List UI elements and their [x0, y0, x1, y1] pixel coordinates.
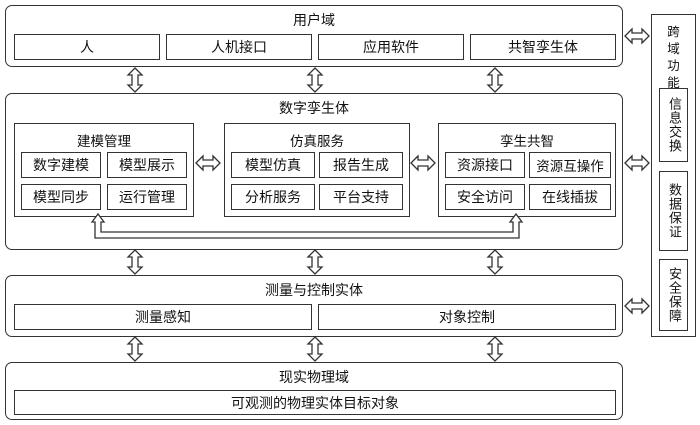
arrow-twin-cross [624, 155, 650, 171]
arrow-user-twin-3 [487, 67, 503, 93]
modeling-title: 建模管理 [77, 134, 131, 150]
user-domain-panel: 用户域 人 人机接口 应用软件 共智孪生体 [5, 5, 623, 67]
arrow-twin-measure-2 [307, 249, 323, 275]
arrow-measure-physical-2 [307, 336, 323, 362]
modeling-item-model-display: 模型展示 [107, 152, 187, 178]
measure-control-panel: 测量与控制实体 测量感知 对象控制 [5, 275, 623, 337]
user-domain-item-co-twin: 共智孪生体 [470, 34, 616, 60]
simulation-item-model-sim: 模型仿真 [231, 152, 315, 178]
arrow-measure-physical-1 [127, 336, 143, 362]
arrow-user-cross [624, 28, 650, 44]
measure-item-object-control: 对象控制 [318, 304, 616, 330]
modeling-item-digital-modeling: 数字建模 [21, 152, 101, 178]
measure-control-title: 测量与控制实体 [265, 283, 363, 299]
simulation-group: 仿真服务 模型仿真 报告生成 分析服务 平台支持 [224, 123, 410, 217]
physical-domain-title: 现实物理域 [279, 370, 349, 386]
modeling-item-run-management: 运行管理 [107, 184, 187, 210]
user-domain-item-hmi: 人机接口 [166, 34, 312, 60]
modeling-group: 建模管理 数字建模 模型展示 模型同步 运行管理 [14, 123, 194, 217]
cross-item-data-assurance: 数据保证 [659, 171, 688, 251]
co-intelligence-title: 孪生共智 [500, 134, 554, 150]
physical-domain-panel: 现实物理域 可观测的物理实体目标对象 [5, 362, 623, 420]
simulation-item-report: 报告生成 [319, 152, 403, 178]
digital-twin-panel: 数字孪生体 建模管理 数字建模 模型展示 模型同步 运行管理 仿真服务 模型仿真… [5, 93, 623, 250]
user-domain-item-software: 应用软件 [318, 34, 464, 60]
physical-item-target: 可观测的物理实体目标对象 [14, 390, 616, 415]
modeling-item-model-sync: 模型同步 [21, 184, 101, 210]
cross-item-info-exchange: 信息交换 [659, 88, 688, 162]
arrow-user-twin-2 [307, 67, 323, 93]
cross-domain-panel: 跨域功能实体 信息交换 数据保证 安全保障 [651, 14, 696, 337]
co-intelligence-item-resource-api: 资源接口 [445, 152, 525, 178]
simulation-item-platform: 平台支持 [319, 184, 403, 210]
measure-item-sensing: 测量感知 [14, 304, 312, 330]
user-domain-item-person: 人 [14, 34, 160, 60]
arrow-measure-physical-3 [487, 336, 503, 362]
simulation-title: 仿真服务 [290, 134, 344, 150]
cross-item-security: 安全保障 [659, 259, 688, 331]
arrow-user-twin-1 [127, 67, 143, 93]
arrow-twin-measure-1 [127, 249, 143, 275]
user-domain-title: 用户域 [293, 13, 335, 29]
simulation-item-analysis: 分析服务 [231, 184, 315, 210]
arrow-measure-cross [624, 298, 650, 314]
arrow-twin-measure-3 [487, 249, 503, 275]
co-intelligence-item-secure-access: 安全访问 [445, 184, 525, 210]
digital-twin-title: 数字孪生体 [279, 101, 349, 117]
co-intelligence-group: 孪生共智 资源接口 资源互操作 安全访问 在线插拔 [438, 123, 616, 217]
co-intelligence-item-interop: 资源互操作 [529, 152, 611, 178]
co-intelligence-item-hotplug: 在线插拔 [529, 184, 611, 210]
